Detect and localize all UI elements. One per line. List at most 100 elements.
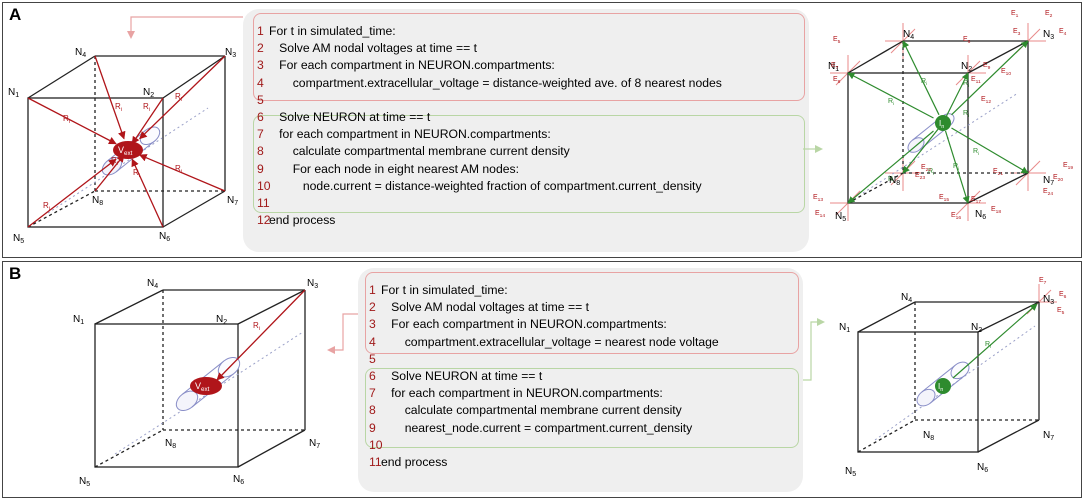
code-text: end process (269, 213, 336, 228)
current-source-label: In (939, 119, 944, 130)
node-label-n2: N2 (143, 87, 154, 99)
resistor-label: Ri (953, 163, 959, 172)
code-line: 8 calculate compartmental membrane curre… (369, 402, 719, 419)
resistor-arrow (131, 158, 164, 228)
code-text: node.current = distance-weighted fractio… (269, 178, 702, 193)
line-number: 12 (257, 213, 271, 228)
node-label-n5: N5 (835, 211, 846, 223)
node-label-n5: N5 (845, 466, 856, 478)
node-label-n5: N5 (79, 476, 90, 488)
current-step-box-a (253, 115, 805, 213)
line-number: 3 (369, 317, 376, 332)
node-label-n8: N8 (165, 438, 176, 450)
element-label: E3 (1013, 28, 1021, 37)
connector-arrowhead (327, 346, 335, 354)
resistor-label: Ri (985, 341, 991, 350)
code-line: 5 (257, 92, 722, 109)
element-label: E16 (951, 212, 961, 221)
code-line: 11end process (369, 454, 719, 471)
current-source-marker (935, 378, 951, 394)
element-label: E8 (833, 76, 841, 85)
node-label-n7: N7 (227, 195, 238, 207)
resistor-label: Ri (963, 80, 969, 89)
cube-edge (977, 419, 1040, 453)
line-number: 6 (257, 110, 264, 125)
code-line: 7 for each compartment in NEURON.compart… (257, 126, 722, 143)
neuron-axis-line (114, 331, 304, 455)
code-text: Solve AM nodal voltages at time == t (269, 41, 477, 56)
element-label: E12 (981, 96, 991, 105)
element-label: E9 (983, 62, 991, 71)
element-label: E21 (993, 168, 1003, 177)
resistor-label: Ri (43, 201, 50, 212)
resistor-label: Ri (115, 102, 122, 113)
current-arrow (951, 127, 1029, 174)
cube-edge (27, 55, 96, 99)
line-number: 2 (257, 41, 264, 56)
line-number: 6 (369, 369, 376, 384)
code-text: end process (381, 455, 448, 470)
line-number: 8 (369, 403, 376, 418)
code-line: 4 compartment.extracellular_voltage = di… (257, 75, 722, 92)
line-number: 1 (369, 283, 376, 297)
neuron-cylinder-part (921, 364, 957, 393)
current-source-label: In (938, 382, 943, 393)
code-text: For each compartment in NEURON.compartme… (269, 58, 555, 73)
line-number: 4 (369, 334, 376, 349)
element-label: E6 (1059, 291, 1067, 300)
cube-hidden-edge (857, 419, 916, 453)
resistor-arrow (27, 97, 117, 145)
element-label: E1 (1011, 10, 1019, 19)
cube-edge (857, 301, 916, 333)
neuron-cylinder-part (950, 361, 970, 380)
voltage-step-box-a (253, 13, 805, 101)
neuron-compartment (916, 361, 970, 407)
vext-label: Vext (195, 381, 210, 393)
current-arrow (944, 72, 969, 119)
element-label: E5 (833, 36, 841, 45)
cube-front-face (27, 97, 164, 228)
line-number: 10 (257, 178, 271, 193)
code-line: 2 Solve AM nodal voltages at time == t (257, 40, 722, 57)
cube-front-face (94, 323, 239, 468)
node-label-n5: N5 (13, 233, 24, 245)
element-label: E24 (1043, 188, 1053, 197)
node-label-n2: N2 (216, 314, 227, 326)
connector-arrow (335, 313, 365, 351)
line-number: 9 (257, 161, 264, 176)
panel-label-b: B (9, 264, 22, 283)
current-arrow (902, 127, 940, 174)
code-line: 1 For t in simulated_time: (369, 282, 719, 299)
current-step-box-b (365, 368, 799, 448)
node-label-n3: N3 (225, 47, 236, 59)
connector-arrowhead (127, 31, 135, 39)
cube-edge (977, 301, 1040, 333)
cube-edge (967, 172, 1029, 204)
connector-arrowhead (815, 145, 823, 153)
node-label-n8: N8 (92, 195, 103, 207)
resistor-arrow (138, 154, 226, 192)
code-line: 3 For each compartment in NEURON.compart… (257, 57, 722, 74)
cube-edge (162, 190, 226, 228)
code-text: Solve NEURON at time == t (269, 110, 431, 125)
code-line: 9 For each node in eight nearest AM node… (257, 161, 722, 178)
code-line: 7 for each compartment in NEURON.compart… (369, 385, 719, 402)
node-label-n6: N6 (233, 474, 244, 486)
element-label: E10 (1001, 68, 1011, 77)
resistor-arrow (131, 97, 164, 145)
element-label: E19 (1063, 162, 1073, 171)
resistor-label: Ri (111, 156, 118, 167)
code-text: For t in simulated_time: (381, 283, 508, 297)
current-arrow (847, 72, 934, 119)
node-label-n3: N3 (1043, 294, 1054, 306)
line-number: 9 (369, 420, 376, 435)
element-label: E17 (971, 196, 981, 205)
node-label-n8: N8 (923, 430, 934, 442)
code-line: 8 calculate compartmental membrane curre… (257, 143, 722, 160)
node-label-n4: N4 (75, 47, 86, 59)
panel-label-a: A (9, 5, 22, 24)
code-text: calculate compartmental membrane current… (269, 144, 570, 159)
resistor-label: Ri (928, 168, 934, 177)
